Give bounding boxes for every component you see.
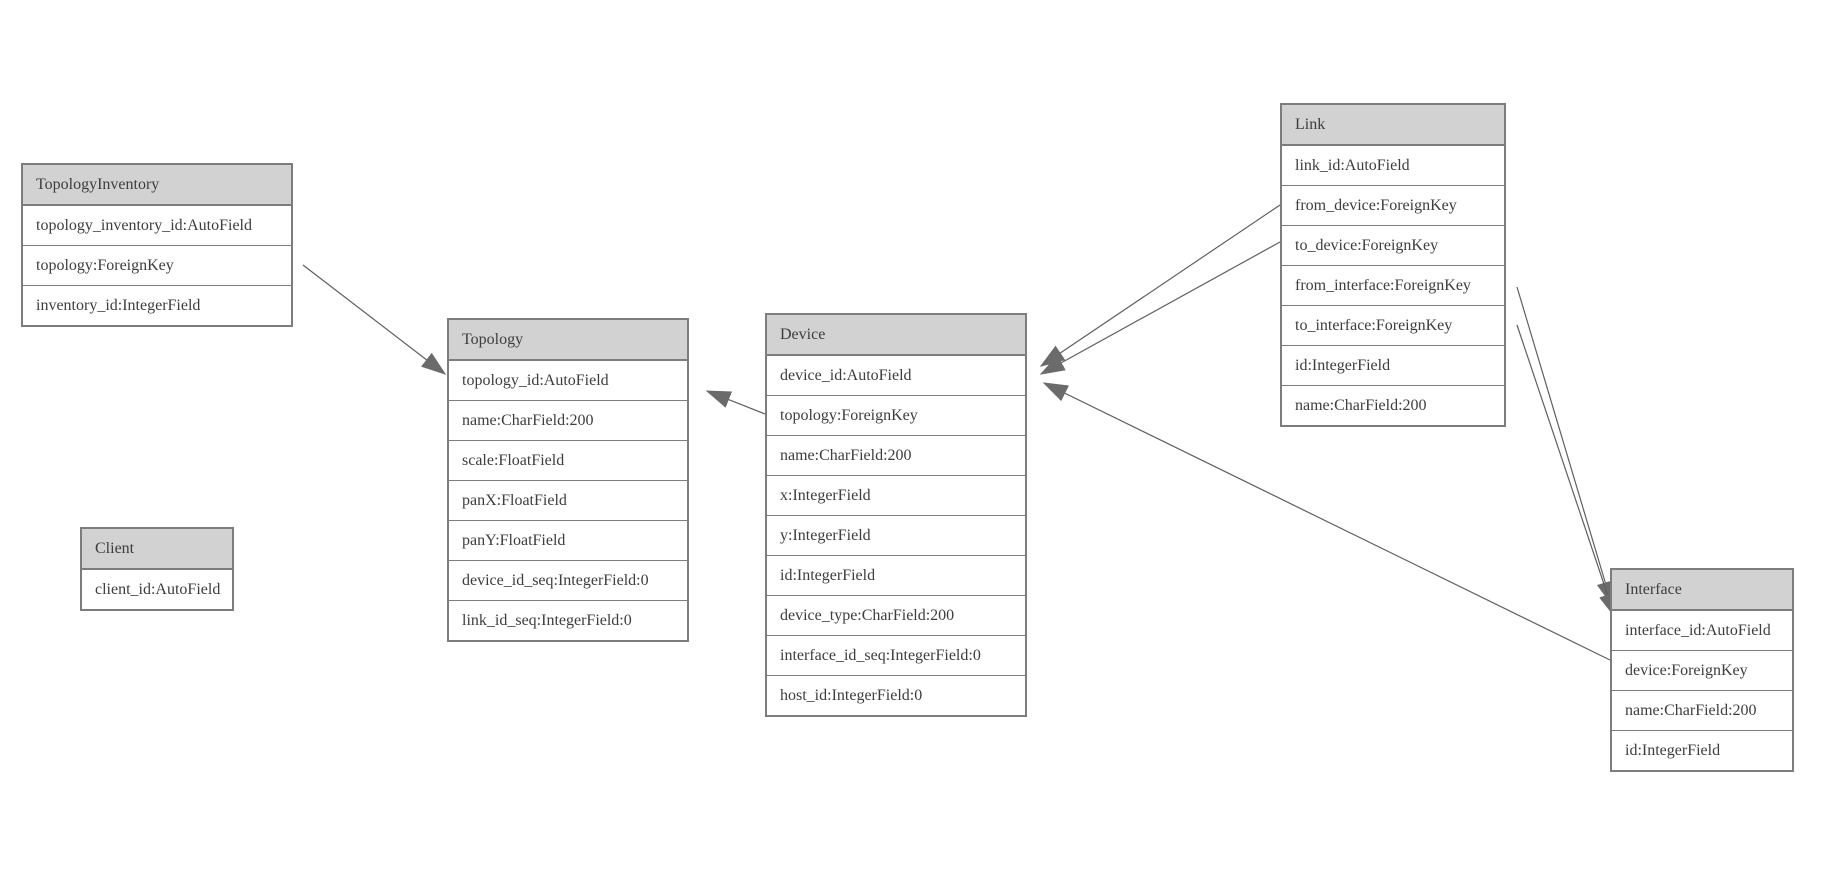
entity-field-row: device:ForeignKey [1612, 651, 1792, 691]
entity-field-row: y:IntegerField [767, 516, 1025, 556]
entity-field-row: interface_id:AutoField [1612, 611, 1792, 651]
edge-link-from-interface--to--interface-interface-id [1516, 286, 1614, 607]
entity-field-row: link_id_seq:IntegerField:0 [449, 601, 687, 640]
entity-table-title: Device [767, 315, 1025, 356]
entity-field-row: device_id_seq:IntegerField:0 [449, 561, 687, 601]
edge-topologyinventory-topology--to--topology-topology-id [302, 264, 447, 375]
entity-field-row: interface_id_seq:IntegerField:0 [767, 636, 1025, 676]
entity-field-row: panY:FloatField [449, 521, 687, 561]
entity-field-row: link_id:AutoField [1282, 146, 1504, 186]
edge-device-topology--to--topology-topology-id [705, 390, 766, 415]
entity-table-title: Link [1282, 105, 1504, 146]
entity-field-row: x:IntegerField [767, 476, 1025, 516]
entity-field-row: id:IntegerField [1282, 346, 1504, 386]
entity-field-row: topology:ForeignKey [767, 396, 1025, 436]
entity-table-title: TopologyInventory [23, 165, 291, 206]
entity-field-row: name:CharField:200 [449, 401, 687, 441]
entity-field-row: name:CharField:200 [767, 436, 1025, 476]
entity-field-row: client_id:AutoField [82, 570, 232, 609]
entity-table-title: Topology [449, 320, 687, 361]
entity-field-row: device_type:CharField:200 [767, 596, 1025, 636]
entity-field-row: topology:ForeignKey [23, 246, 291, 286]
entity-field-row: name:CharField:200 [1612, 691, 1792, 731]
entity-table-title: Client [82, 529, 232, 570]
entity-field-row: to_interface:ForeignKey [1282, 306, 1504, 346]
edge-link-from-device--to--device-device-id [1039, 204, 1281, 367]
entity-field-row: device_id:AutoField [767, 356, 1025, 396]
entity-field-row: from_device:ForeignKey [1282, 186, 1504, 226]
entity-field-row: name:CharField:200 [1282, 386, 1504, 425]
entity-field-row: panX:FloatField [449, 481, 687, 521]
entity-table-title: Interface [1612, 570, 1792, 611]
entity-field-row: from_interface:ForeignKey [1282, 266, 1504, 306]
entity-field-row: id:IntegerField [1612, 731, 1792, 770]
entity-field-row: host_id:IntegerField:0 [767, 676, 1025, 715]
entity-field-row: id:IntegerField [767, 556, 1025, 596]
entity-field-row: inventory_id:IntegerField [23, 286, 291, 325]
entity-field-row: topology_id:AutoField [449, 361, 687, 401]
edge-link-to-device--to--device-device-id [1039, 241, 1281, 375]
entity-field-row: scale:FloatField [449, 441, 687, 481]
edge-link-to-interface--to--interface-interface-id [1516, 324, 1616, 619]
entity-field-row: to_device:ForeignKey [1282, 226, 1504, 266]
entity-field-row: topology_inventory_id:AutoField [23, 206, 291, 246]
